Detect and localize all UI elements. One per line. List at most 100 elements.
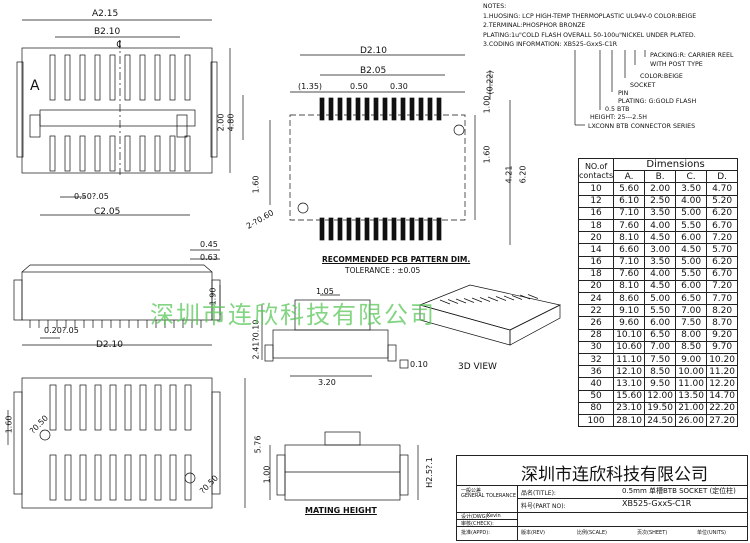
table-cell: 7.50 — [675, 316, 708, 330]
bottom-pin — [64, 384, 72, 431]
title-block: 一般公差 GENERAL TOLERANCE 品名(TITLE): 0.5mm … — [456, 455, 748, 541]
pcb-pad — [373, 217, 379, 241]
table-cell: 21.00 — [675, 401, 708, 415]
table-cell: 10.10 — [613, 328, 646, 342]
table-cell: 6.70 — [706, 267, 739, 281]
pcb-pad — [337, 217, 343, 241]
code-label: PACKING:R: CARRIER REEL — [650, 52, 734, 59]
iso-pin — [511, 295, 523, 300]
table-cell: 6.50 — [644, 328, 677, 342]
iso-pin — [487, 296, 499, 302]
table-cell: 7.00 — [644, 340, 677, 355]
table-cell: 7.10 — [613, 206, 646, 220]
pcb-pad — [382, 97, 388, 121]
side-020-label: 0.20?.05 — [44, 326, 79, 335]
bottom-pin — [79, 384, 87, 431]
col-c-header: C. — [675, 170, 708, 184]
top-pin — [169, 54, 176, 101]
top-pin — [139, 135, 146, 172]
table-cell: 7.50 — [644, 352, 677, 367]
bottom-pin — [109, 384, 117, 431]
table-cell: 10 — [577, 182, 615, 196]
code-label: PLATING: G:GOLD FLASH — [618, 98, 697, 105]
pcb-pad — [337, 97, 343, 121]
table-cell: 3.50 — [644, 255, 677, 269]
part-value: XB525-GxxS-C1R — [622, 499, 692, 508]
company-name: 深圳市连欣科技有限公司 — [521, 465, 708, 485]
top-pin — [124, 135, 131, 172]
table-cell: 7.70 — [706, 292, 739, 306]
bottom-pin — [139, 384, 147, 431]
mating-height-label: MATING HEIGHT — [305, 506, 377, 515]
table-cell: 26 — [577, 316, 615, 330]
pcb-160-label: 1.60 — [482, 145, 492, 164]
side-pins — [29, 320, 202, 328]
pcb-pad — [382, 217, 388, 241]
tolerance-sub: GENERAL TOLERANCE — [461, 493, 517, 499]
table-cell: 10.60 — [613, 340, 646, 355]
iso-pin — [479, 297, 491, 302]
bottom-pin — [79, 454, 87, 501]
table-cell: 12.20 — [706, 377, 739, 391]
table-cell: 5.20 — [706, 194, 739, 208]
table-cell: 9.50 — [644, 377, 677, 391]
bottom-pin — [94, 384, 102, 431]
bottom-pin — [124, 384, 132, 431]
table-cell: 19.50 — [644, 401, 677, 415]
dim-a-label: A2.15 — [92, 9, 119, 19]
pcb-pad — [328, 97, 334, 121]
pcb-620-label: 6.20 — [518, 165, 528, 184]
pcb-pads-bottom — [319, 217, 442, 241]
table-cell: 24.50 — [644, 413, 677, 428]
table-cell: 20 — [577, 279, 615, 294]
dim-c-label: C2.05 — [94, 207, 121, 217]
col-b-header: B. — [644, 170, 677, 184]
bottom-pin — [169, 454, 177, 501]
bottom-pin — [124, 454, 132, 501]
check-label: 审核(CHECK): — [461, 521, 494, 527]
col-d-header: D. — [706, 170, 739, 184]
pcb-050-label: 0.50 — [350, 82, 368, 91]
top-view — [16, 19, 244, 216]
col-contacts-header: NO.of contacts — [577, 157, 615, 184]
bottom-view — [7, 377, 246, 509]
name-value: 0.5mm 单槽BTB SOCKET (定位柱) — [622, 487, 736, 495]
note-line: 2.TERMINAL:PHOSPHOR BRONZE — [483, 22, 586, 30]
bottom-576-label: 5.76 — [253, 435, 263, 454]
bottom-160-label: 1.60 — [4, 415, 14, 434]
code-label: SOCKET — [630, 82, 656, 89]
table-cell: 5.00 — [675, 255, 708, 269]
table-cell: 20 — [577, 231, 615, 245]
pcb-pad — [319, 97, 325, 121]
pcb-pads-top — [319, 97, 442, 121]
sheet-label: 页次(SHEET) — [637, 530, 668, 536]
top-pin — [184, 135, 191, 172]
note-line: 1.HUOSING: LCP HIGH-TEMP THERMOPLASTIC U… — [483, 12, 697, 20]
pcb-pad — [373, 97, 379, 121]
table-cell: 5.50 — [644, 304, 677, 318]
table-cell: 6.50 — [675, 292, 708, 306]
3d-view-label: 3D VIEW — [458, 362, 497, 372]
table-cell: 9.70 — [706, 340, 739, 355]
table-cell: 7.60 — [613, 267, 646, 281]
table-cell: 10.20 — [706, 352, 739, 367]
table-cell: 8.50 — [675, 340, 708, 355]
top-pin — [79, 135, 86, 172]
table-cell: 6.20 — [706, 255, 739, 269]
table-cell: 8.10 — [613, 231, 646, 245]
top-pin — [64, 54, 71, 101]
top-pin — [64, 135, 71, 172]
table-cell: 16 — [577, 255, 615, 269]
top-pin-row — [49, 54, 191, 172]
mh-320-label: 3.20 — [318, 378, 336, 387]
3d-view — [418, 284, 562, 346]
pcb-pad — [391, 97, 397, 121]
dim-b-label: B2.10 — [94, 27, 121, 37]
bottom-pin — [109, 454, 117, 501]
bottom-pin — [49, 384, 57, 431]
